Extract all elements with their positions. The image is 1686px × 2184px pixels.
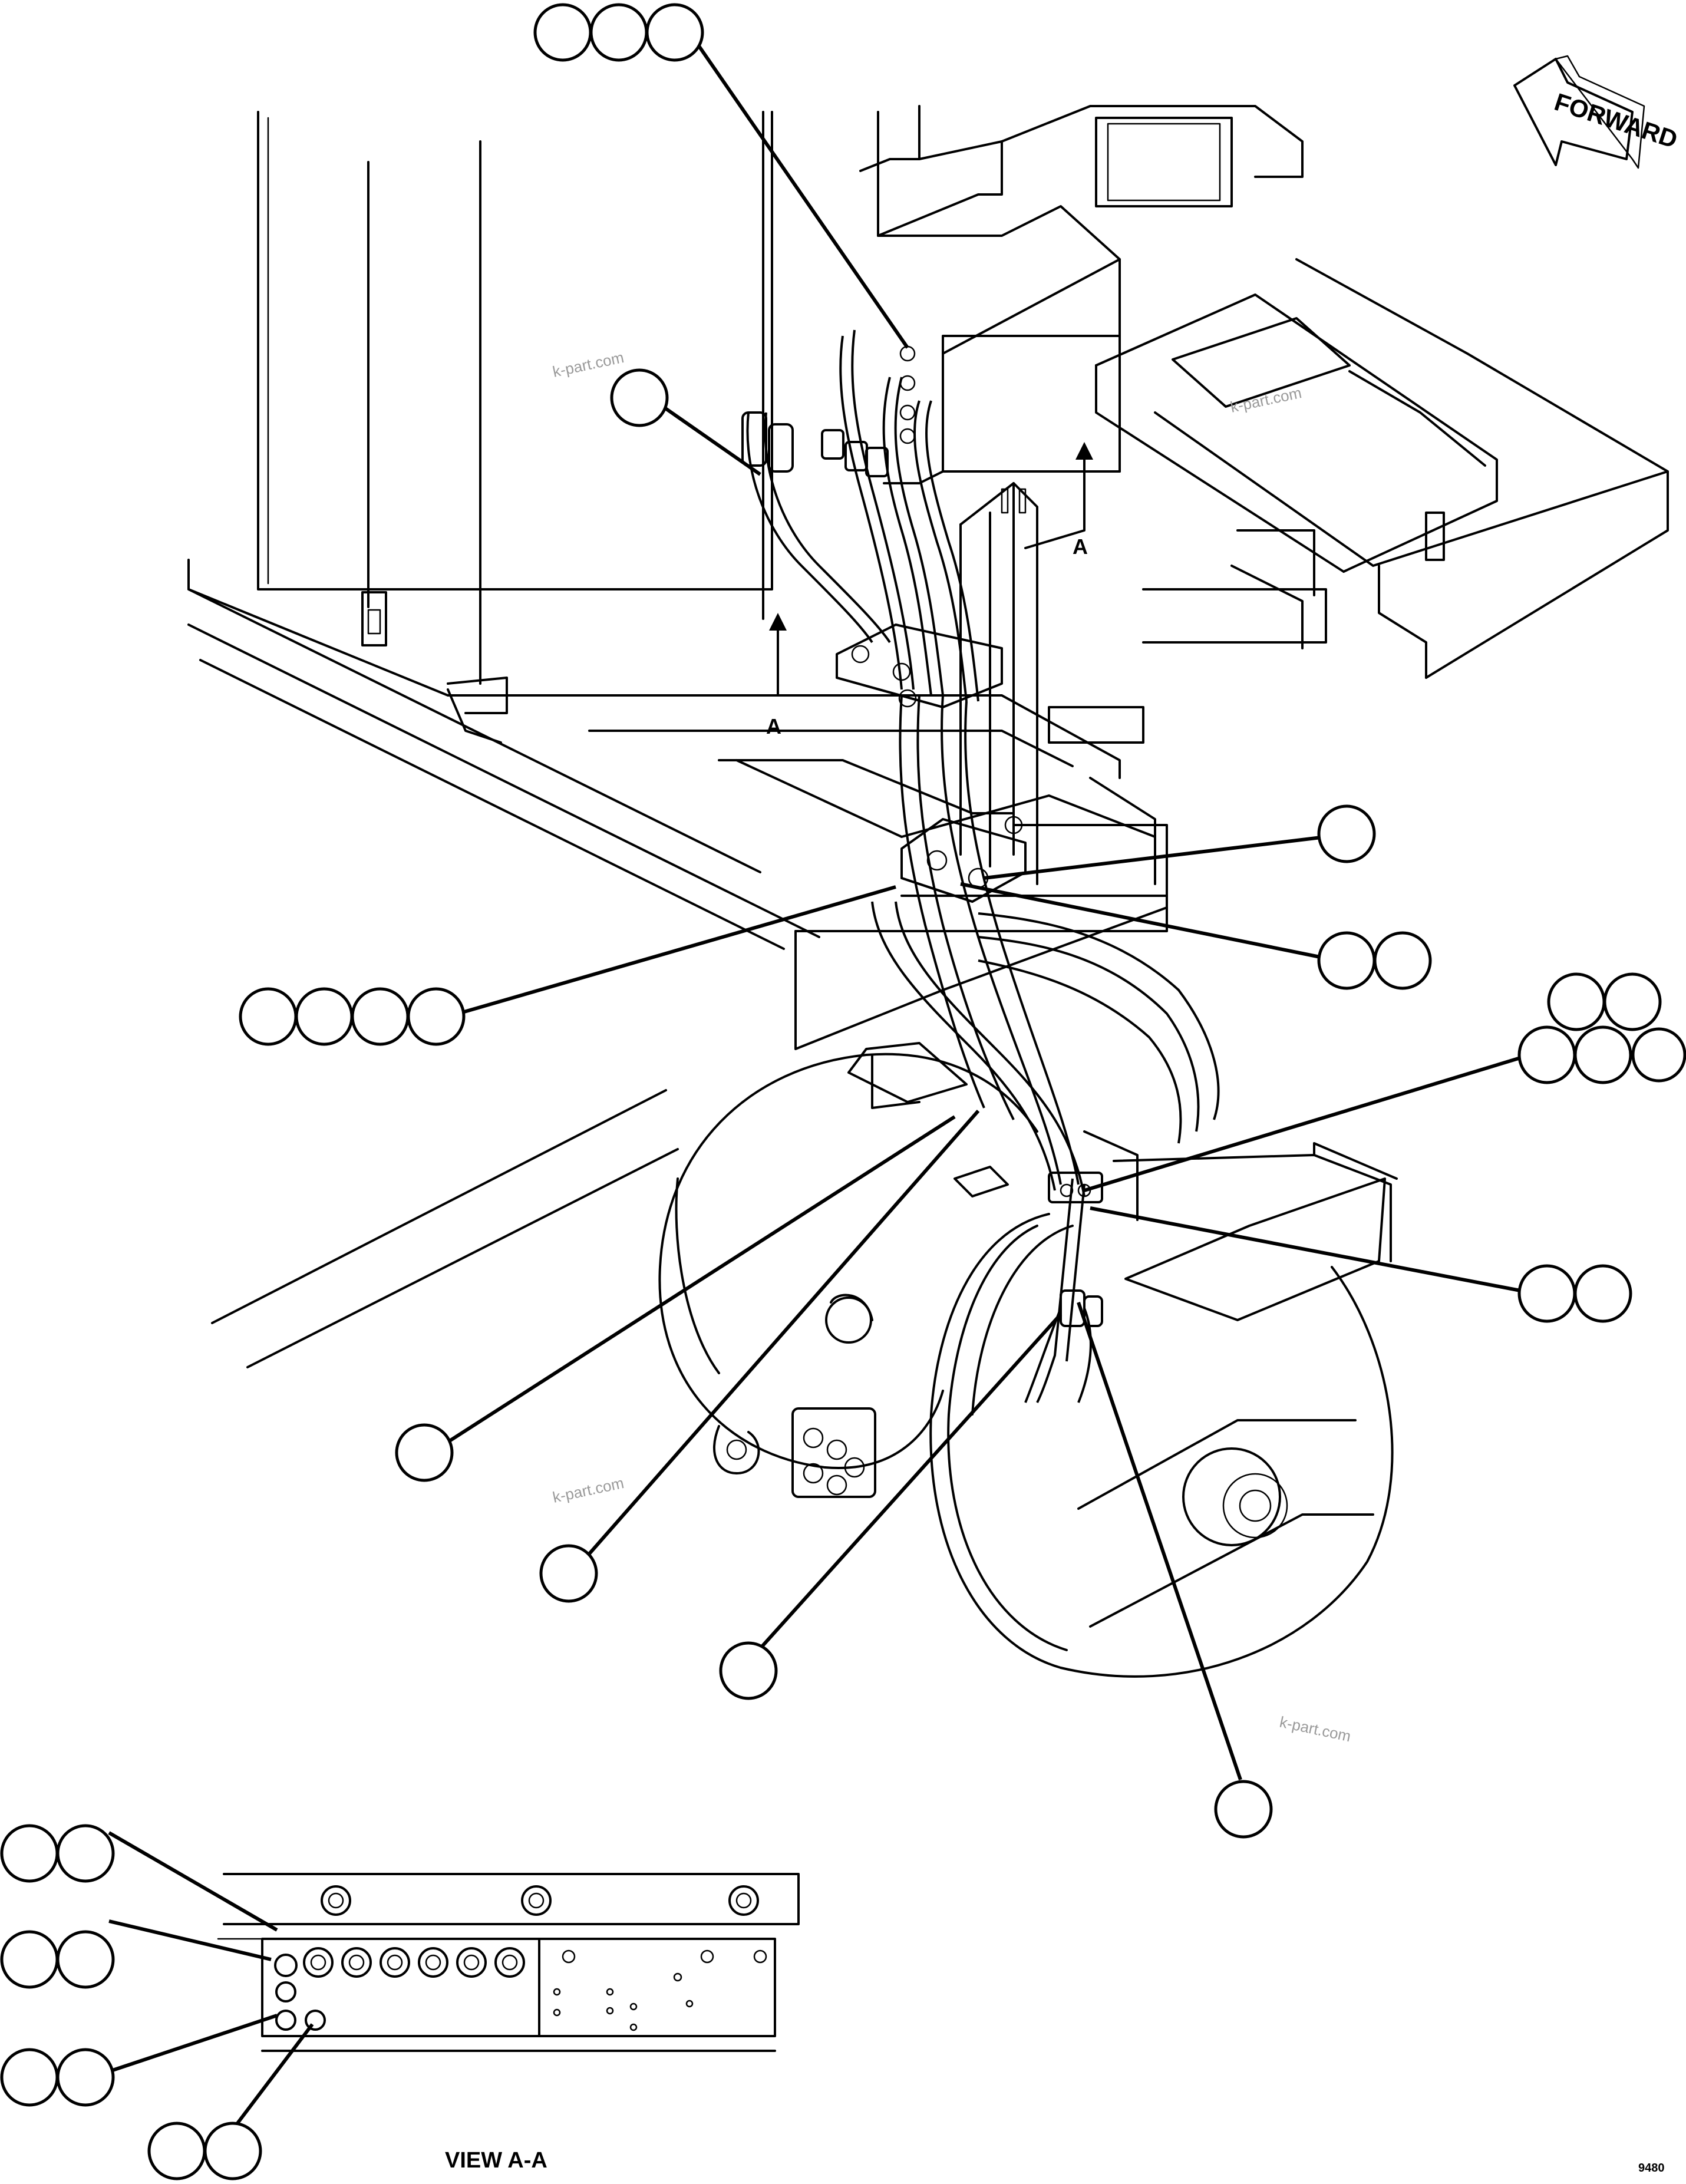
callout-bubble bbox=[1573, 1264, 1632, 1323]
view-a-a-inset: VIEW A-A bbox=[217, 1873, 800, 2173]
callout-bubble bbox=[1373, 931, 1432, 990]
callout-bubble bbox=[1317, 931, 1376, 990]
watermark-2: k-part.com bbox=[1229, 384, 1303, 416]
callout-bubble bbox=[395, 1423, 454, 1482]
watermark-4: k-part.com bbox=[1278, 1713, 1352, 1746]
bulkhead-fittings bbox=[274, 1947, 767, 2031]
upper-equipment bbox=[859, 105, 1669, 679]
leader-lines bbox=[108, 31, 1521, 2134]
callout-bubble bbox=[1517, 1264, 1576, 1323]
view-label: VIEW A-A bbox=[445, 2148, 547, 2173]
callout-bubble bbox=[533, 3, 592, 62]
callout-bubble bbox=[203, 2122, 262, 2180]
callout-bubble bbox=[407, 987, 466, 1046]
section-arrows: A A bbox=[766, 442, 1093, 738]
callout-bubble bbox=[645, 3, 704, 62]
callout-bubble bbox=[1317, 804, 1376, 863]
watermark-1: k-part.com bbox=[551, 348, 625, 381]
callout-bubble bbox=[1547, 972, 1606, 1031]
callout-bubble bbox=[1517, 1025, 1576, 1084]
terminal-connectors bbox=[741, 345, 916, 477]
forward-arrow: FORWARD bbox=[1513, 55, 1681, 169]
hose-bracket bbox=[836, 482, 1038, 903]
callout-bubble bbox=[1214, 1780, 1273, 1839]
callout-bubble bbox=[0, 1824, 59, 1883]
section-marker-a-upper: A bbox=[1073, 535, 1088, 559]
hose-bundle bbox=[746, 329, 1220, 1403]
callout-bubble bbox=[0, 1930, 59, 1989]
traction-motor bbox=[658, 1042, 1398, 1678]
watermark-3: k-part.com bbox=[551, 1474, 625, 1506]
callout-bubble bbox=[239, 987, 298, 1046]
section-marker-a-lower: A bbox=[766, 714, 781, 738]
callout-bubble bbox=[147, 2122, 206, 2180]
callout-bubble bbox=[56, 2048, 115, 2107]
callout-bubble bbox=[0, 2048, 59, 2107]
callout-bubble bbox=[719, 1641, 778, 1700]
callout-bubble bbox=[610, 368, 669, 427]
callout-bubble bbox=[1573, 1025, 1632, 1084]
callout-bubbles bbox=[0, 3, 1686, 2180]
drawing-number: 9480 bbox=[1638, 2162, 1665, 2175]
callout-bubble bbox=[351, 987, 410, 1046]
callout-bubble bbox=[295, 987, 354, 1046]
beam-structure bbox=[588, 529, 1327, 885]
watermarks: k-part.com k-part.com k-part.com k-part.… bbox=[551, 348, 1352, 1745]
callout-bubble bbox=[1631, 1027, 1686, 1083]
callout-bubble bbox=[56, 1930, 115, 1989]
callout-bubble bbox=[1603, 972, 1662, 1031]
callout-bubble bbox=[539, 1544, 598, 1603]
cabinet-frame bbox=[187, 111, 1168, 1368]
callout-bubble bbox=[56, 1824, 115, 1883]
callout-bubble bbox=[589, 3, 648, 62]
